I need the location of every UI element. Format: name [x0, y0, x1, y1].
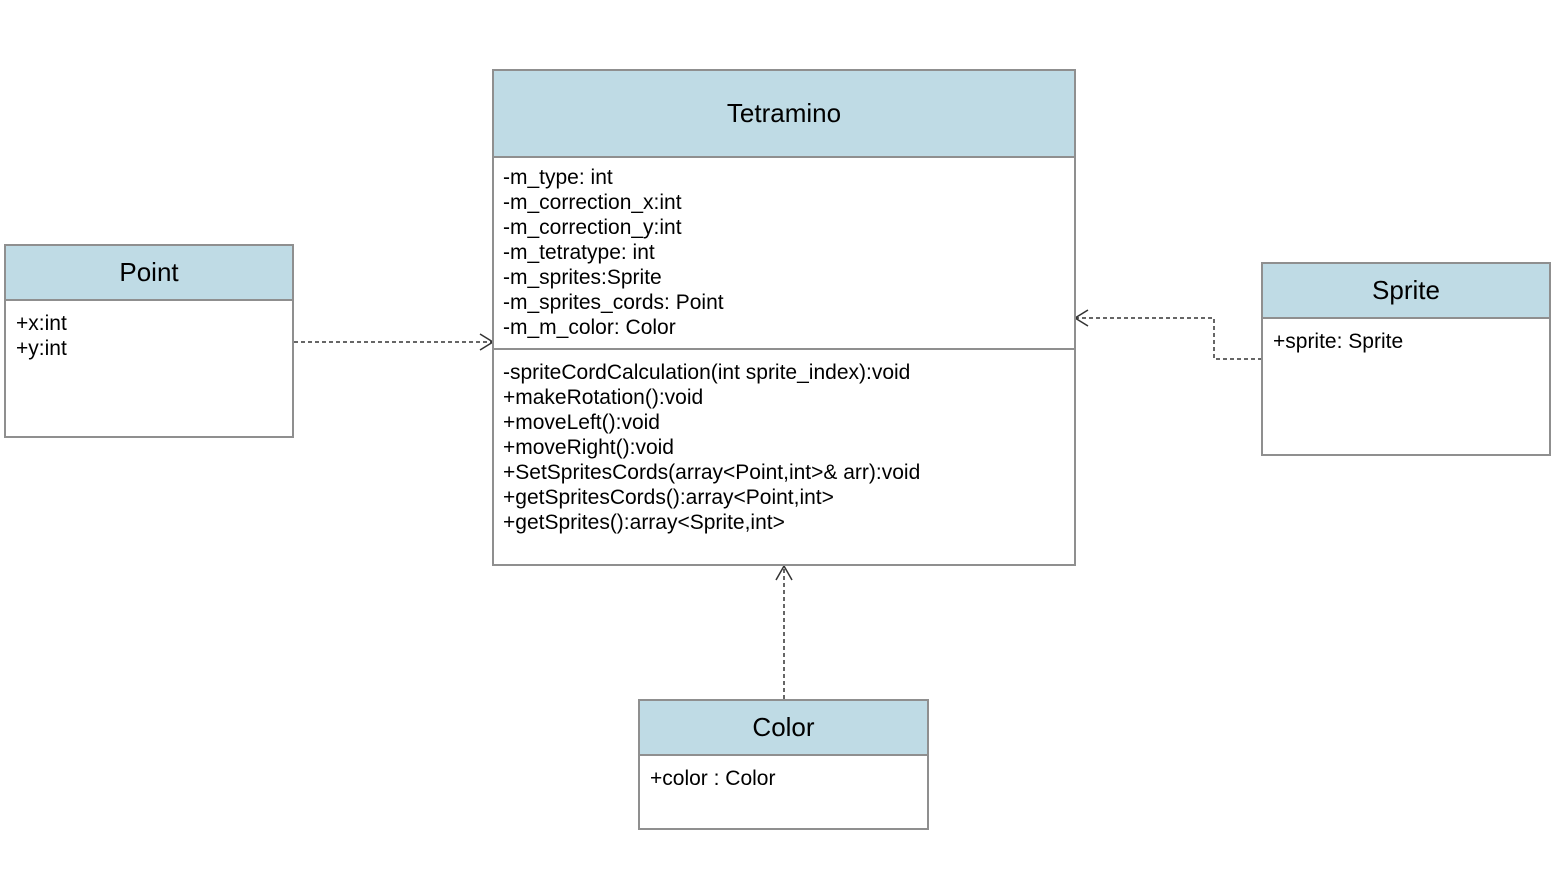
- attribute-m-correction-x: -m_correction_x:int: [503, 191, 682, 214]
- method-get-sprites: +getSprites():array<Sprite,int>: [503, 511, 785, 534]
- class-point-attributes: +x:int +y:int: [6, 301, 292, 361]
- attribute-x: +x:int: [16, 312, 67, 335]
- attribute-m-correction-y: -m_correction_y:int: [503, 216, 682, 239]
- class-color[interactable]: Color +color : Color: [638, 699, 929, 830]
- attribute-color: +color : Color: [650, 767, 776, 790]
- method-move-left: +moveLeft():void: [503, 411, 660, 434]
- attribute-y: +y:int: [16, 337, 67, 360]
- method-move-right: +moveRight():void: [503, 436, 674, 459]
- attribute-sprite: +sprite: Sprite: [1273, 330, 1404, 353]
- arrowhead-sprite-dependency: [1073, 309, 1089, 327]
- method-sprite-cord-calculation: -spriteCordCalculation(int sprite_index)…: [503, 361, 911, 384]
- class-tetramino-title: Tetramino: [726, 98, 842, 128]
- class-tetramino-header: Tetramino: [494, 71, 1074, 158]
- class-color-attributes: +color : Color: [640, 756, 927, 791]
- method-set-sprites-cords: +SetSpritesCords(array<Point,int>& arr):…: [503, 461, 921, 484]
- attribute-m-tetratype: -m_tetratype: int: [503, 241, 655, 264]
- class-tetramino-attributes: -m_type: int -m_correction_x:int -m_corr…: [494, 158, 1074, 350]
- attribute-m-type: -m_type: int: [503, 166, 613, 189]
- class-sprite-header: Sprite: [1263, 264, 1549, 319]
- method-make-rotation: +makeRotation():void: [503, 386, 704, 409]
- class-sprite[interactable]: Sprite +sprite: Sprite: [1261, 262, 1551, 456]
- method-get-sprites-cords: +getSpritesCords():array<Point,int>: [503, 486, 834, 509]
- attribute-m-sprites-cords: -m_sprites_cords: Point: [503, 291, 724, 314]
- class-point[interactable]: Point +x:int +y:int: [4, 244, 294, 438]
- class-color-title: Color: [752, 712, 815, 742]
- arrowhead-color-dependency: [775, 564, 793, 581]
- dependency-sprite-to-tetramino: [1076, 317, 1262, 360]
- attribute-m-sprites: -m_sprites:Sprite: [503, 266, 662, 289]
- attribute-m-m-color: -m_m_color: Color: [503, 316, 676, 339]
- class-sprite-title: Sprite: [1372, 275, 1440, 305]
- class-color-header: Color: [640, 701, 927, 756]
- class-point-header: Point: [6, 246, 292, 301]
- class-point-title: Point: [119, 257, 179, 287]
- class-tetramino-methods: -spriteCordCalculation(int sprite_index)…: [494, 350, 1074, 564]
- class-tetramino[interactable]: Tetramino -m_type: int -m_correction_x:i…: [492, 69, 1076, 566]
- class-sprite-attributes: +sprite: Sprite: [1263, 319, 1549, 354]
